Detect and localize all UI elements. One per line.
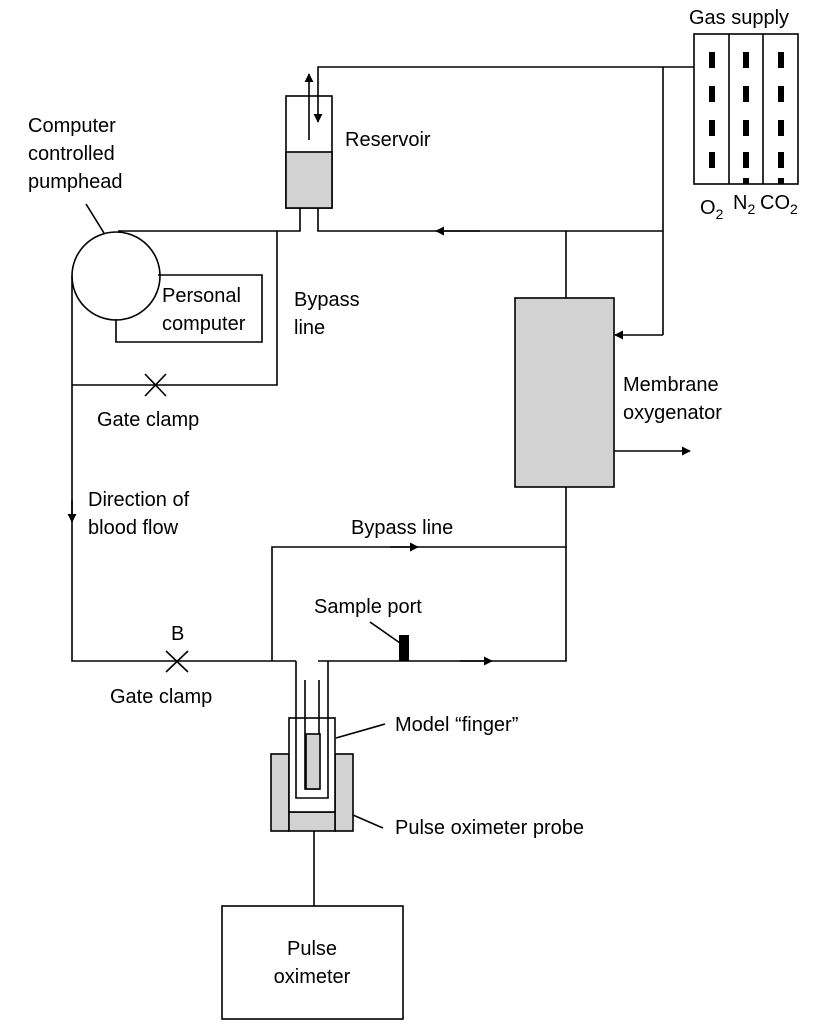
reservoir-inflow-pipe	[317, 208, 663, 232]
direction-label-2: blood flow	[88, 517, 179, 539]
co2-cylinder-marks	[778, 52, 784, 184]
probe-bottom-block	[288, 811, 336, 832]
pumphead-label-2: controlled	[28, 143, 115, 165]
n2-label: N2	[733, 192, 755, 217]
finger-probe-assembly: Model “finger” Pulse oximeter probe	[270, 661, 584, 906]
clamp-b-label: B	[171, 623, 184, 645]
probe-label: Pulse oximeter probe	[395, 817, 584, 839]
direction-label-1: Direction of	[88, 489, 190, 511]
pc-outline	[115, 274, 263, 343]
bypass-upper-label-1: Bypass	[294, 289, 360, 311]
gate-clamp-b-mark	[165, 650, 189, 673]
gate-clamp-upper-label: Gate clamp	[97, 409, 199, 431]
gate-clamp-upper-mark	[144, 373, 167, 397]
personal-computer: Personal computer	[115, 274, 263, 343]
lower-bypass-line	[271, 487, 567, 661]
o2-label: O2	[700, 197, 724, 222]
pulse-oximeter: Pulse oximeter	[221, 905, 404, 1020]
reservoir: Reservoir	[118, 73, 663, 236]
sample-port-leader	[369, 621, 401, 644]
membrane-oxygenator: Membrane oxygenator	[514, 231, 722, 488]
pc-label-1: Personal	[162, 285, 241, 307]
n2-cylinder-marks	[743, 52, 749, 184]
pumphead-label-3: pumphead	[28, 171, 123, 193]
model-finger-label: Model “finger”	[395, 714, 518, 736]
main-left-line	[71, 276, 296, 662]
gas-supply: Gas supply O2 N2 CO2	[689, 7, 799, 222]
gate-clamp-lower-label: Gate clamp	[110, 686, 212, 708]
co2-label: CO2	[760, 192, 798, 217]
reservoir-fluid	[285, 151, 333, 209]
o2-cylinder-marks	[709, 52, 715, 168]
pumphead-label-1: Computer	[28, 115, 116, 137]
pumphead-leader	[85, 203, 105, 234]
finger-inlet-pipe	[295, 661, 329, 799]
membrane-label-1: Membrane	[623, 374, 719, 396]
bypass-upper-label-2: line	[294, 317, 325, 339]
sample-port-block	[399, 635, 409, 661]
pumphead-circle	[71, 231, 161, 321]
pumphead: Computer controlled pumphead	[28, 115, 161, 321]
pulse-oximeter-box	[221, 905, 404, 1020]
model-finger	[305, 733, 321, 790]
bypass-lower-label: Bypass line	[351, 517, 453, 539]
reservoir-label: Reservoir	[345, 129, 431, 151]
oxygenator-body	[514, 297, 615, 488]
sample-port-label: Sample port	[314, 596, 422, 618]
probe-left-block	[270, 753, 290, 832]
model-finger-leader	[335, 723, 386, 739]
pc-label-2: computer	[162, 313, 246, 335]
membrane-label-2: oxygenator	[623, 402, 722, 424]
gas-supply-label: Gas supply	[689, 7, 789, 29]
oximeter-label-2: oximeter	[274, 966, 351, 988]
upper-bypass-line	[72, 231, 278, 386]
reservoir-outflow-pipe	[118, 208, 301, 232]
gas-line-to-reservoir	[317, 66, 694, 133]
oximeter-label-1: Pulse	[287, 938, 337, 960]
probe-leader	[352, 814, 384, 829]
probe-right-block	[334, 753, 354, 832]
